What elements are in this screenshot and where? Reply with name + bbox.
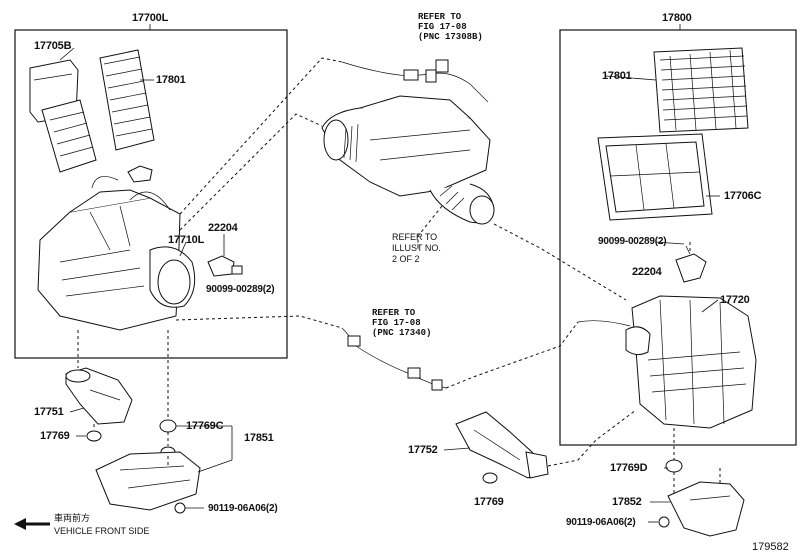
refer-top-line1: REFER TO [418,12,462,22]
label-17700L: 17700L [132,12,169,24]
refer-middle-line1: REFER TO [372,308,416,318]
sensor-22204-right [675,245,707,283]
refer-middle-line2: FIG 17-08 [372,318,421,328]
label-90119-right: 90119-06A06(2) [566,517,636,528]
grommet-17769-mid [482,472,498,484]
label-17751: 17751 [34,406,64,418]
intake-hose-assembly [321,95,495,225]
refer-middle: REFER TO FIG 17-08 (PNC 17340) [372,308,431,338]
front-direction-arrow-icon [14,518,50,530]
refer-middle-line3: (PNC 17340) [372,328,432,338]
filter-frame-17706C [597,133,713,221]
label-17769-left: 17769 [40,430,70,442]
label-17801-right: 17801 [602,70,632,82]
grommet-17769D [665,459,683,473]
bolt-90119-left [174,502,204,514]
air-cleaner-case-17720 [577,295,757,429]
label-90099-left: 90099-00289(2) [206,284,275,295]
figure-number: 179582 [752,541,789,553]
breather-hose-top [341,59,489,103]
breather-hose-middle [341,327,447,391]
refer-illust-line3: 2 OF 2 [392,254,420,264]
direction-label-jp: 車両前方 [54,513,91,523]
refer-top-line3: (PNC 17308B) [418,32,483,42]
label-17752: 17752 [408,444,438,456]
sensor-22204-left [207,234,243,277]
label-90119-left: 90119-06A06(2) [208,503,278,514]
group-box-17700L [14,29,288,359]
label-17769D: 17769D [610,462,648,474]
air-cleaner-cap-17705B [29,59,97,173]
intake-duct-17752 [455,411,549,479]
clip-part [127,165,153,183]
label-17769C: 17769C [186,420,224,432]
label-17851: 17851 [244,432,274,444]
label-17801-left: 17801 [156,74,186,86]
label-22204-right: 22204 [632,266,662,278]
label-17705B: 17705B [34,40,72,52]
filter-element-17801-left [99,49,155,151]
label-22204-left: 22204 [208,222,238,234]
label-17800: 17800 [662,12,692,24]
air-cleaner-case-17710L [37,176,196,331]
connection-lines [77,57,721,494]
refer-illust: REFER TO ILLUST NO. 2 OF 2 [392,232,441,265]
filter-element-17801-right [653,47,749,133]
label-17710L: 17710L [168,234,205,246]
refer-top: REFER TO FIG 17-08 (PNC 17308B) [418,12,483,42]
intake-duct-17751 [65,367,133,425]
label-17706C: 17706C [724,190,762,202]
direction-label-en: VEHICLE FRONT SIDE [54,526,150,536]
refer-illust-line1: REFER TO [392,232,438,242]
grommet-17769-left [86,430,102,442]
bracket-17851 [95,451,201,511]
bolt-90119-right [658,516,670,528]
label-17720: 17720 [720,294,750,306]
label-17769-mid: 17769 [474,496,504,508]
bracket-17852 [667,481,745,537]
label-90099-right: 90099-00289(2) [598,236,667,247]
refer-illust-line2: ILLUST NO. [392,243,441,253]
label-17852: 17852 [612,496,642,508]
group-box-17800 [559,29,797,446]
refer-top-line2: FIG 17-08 [418,22,467,32]
leader-lines [59,47,720,523]
